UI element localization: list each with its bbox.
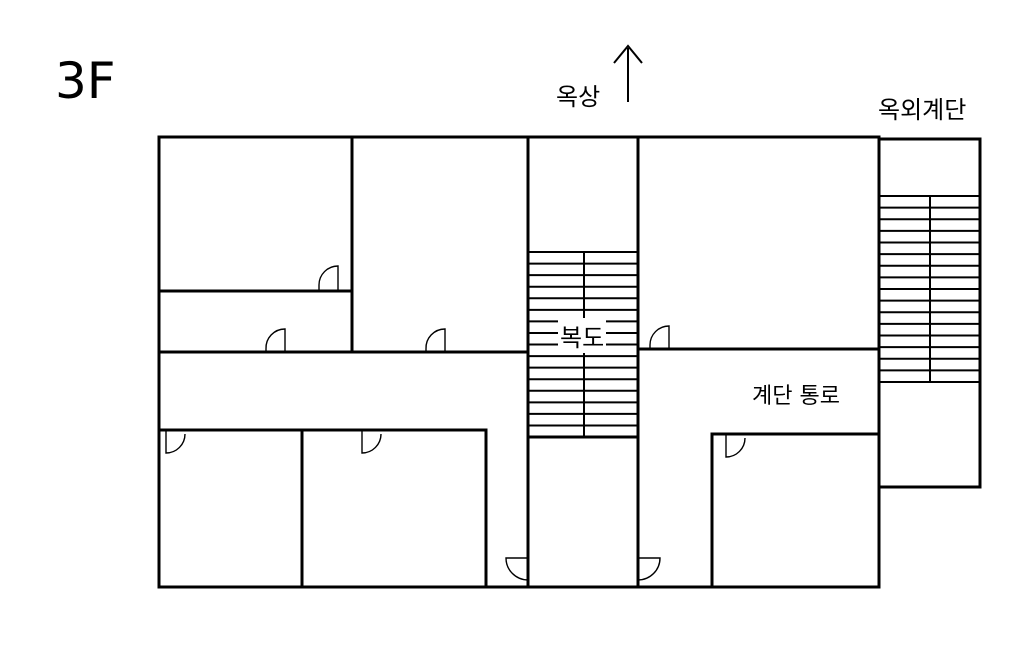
door-swing-icon xyxy=(425,328,446,352)
door-swing-icon xyxy=(505,557,529,581)
door-swing-icon xyxy=(165,430,186,454)
doors xyxy=(165,265,746,581)
outdoor-stairs xyxy=(877,137,982,489)
stair-passage-label: 계단 통로 xyxy=(752,384,840,409)
floor-label: 3F xyxy=(55,52,116,110)
door-swing-icon xyxy=(361,430,382,454)
roof-label: 옥상 xyxy=(556,83,601,111)
door-swing-icon xyxy=(265,328,286,352)
building-outline xyxy=(157,135,881,589)
door-swing-icon xyxy=(725,434,746,458)
right-rooms xyxy=(636,347,881,589)
door-swing-icon xyxy=(318,265,339,291)
outdoor-stairs-label: 옥외계단 xyxy=(878,96,967,124)
corridor-label: 복도 xyxy=(558,318,607,353)
door-swing-icon xyxy=(637,557,661,581)
left-rooms xyxy=(157,135,530,589)
arrow-up-icon xyxy=(613,44,643,102)
door-swing-icon xyxy=(649,325,670,349)
central-stair-core xyxy=(526,135,640,589)
outdoor-stair-steps xyxy=(879,195,980,383)
